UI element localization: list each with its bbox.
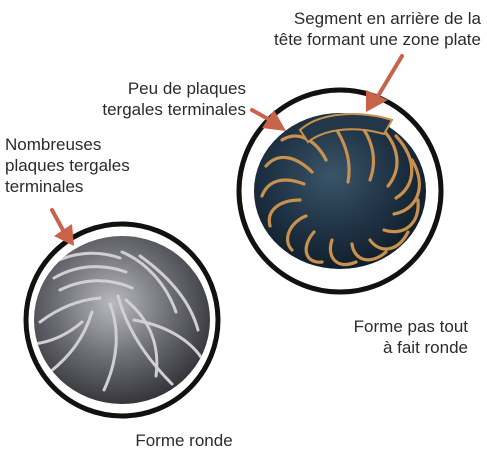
arrow-many-plates [52, 210, 74, 246]
label-line: Segment en arrière de la [216, 8, 481, 29]
label-flat-head-segment: Segment en arrière de la tête formant un… [216, 8, 481, 50]
label-round-shape: Forme ronde [104, 430, 264, 451]
label-not-quite-round: Forme pas tout à fait ronde [296, 316, 468, 358]
label-line: tergales terminales [34, 99, 246, 120]
label-many-tergal-plates: Nombreuses plaques tergales terminales [5, 134, 175, 197]
label-line: à fait ronde [296, 337, 468, 358]
grey-pillbug-body [34, 236, 210, 404]
label-line: plaques tergales [5, 155, 175, 176]
grey-pillbug-illustration [26, 224, 218, 416]
label-line: tête formant une zone plate [216, 29, 481, 50]
label-few-tergal-plates: Peu de plaques tergales terminales [34, 78, 246, 120]
label-line: Nombreuses [5, 134, 175, 155]
label-line: Peu de plaques [34, 78, 246, 99]
label-line: terminales [5, 176, 175, 197]
label-line: Forme pas tout [296, 316, 468, 337]
